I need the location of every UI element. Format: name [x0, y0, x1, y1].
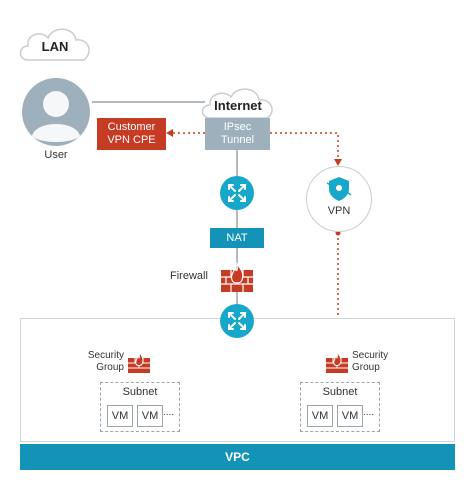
vm-label: VM [311, 410, 329, 422]
cpe-label-line1: Customer [107, 121, 156, 133]
left-more: .... [163, 407, 175, 418]
vpc-bar: VPC [20, 444, 455, 470]
vpn-label: VPN [327, 205, 351, 217]
left-subnet-label: Subnet [122, 386, 158, 398]
router-arrows-icon [228, 184, 246, 202]
left-subnet: Subnet VM VM .... [100, 382, 180, 432]
left-security-group: Security Group [84, 348, 184, 378]
right-sg-line1: Security [352, 350, 389, 361]
user-avatar [20, 76, 92, 148]
internet-cloud: Internet [196, 84, 280, 124]
cpe-label-line2: VPN CPE [107, 134, 156, 146]
vm-label: VM [341, 410, 359, 422]
router-vpc [220, 304, 254, 338]
firewall-icon [326, 350, 348, 373]
internet-label: Internet [214, 98, 262, 113]
firewall-icon [221, 262, 253, 292]
firewall-label: Firewall [170, 270, 208, 282]
vpc-label: VPC [225, 450, 250, 464]
left-sg-line2: Group [96, 362, 124, 373]
left-sg-line1: Security [87, 350, 124, 361]
vpc-area [20, 318, 455, 442]
vm-label: VM [141, 410, 159, 422]
right-sg-line2: Group [352, 362, 380, 373]
ipsec-label-line2: Tunnel [220, 134, 255, 146]
cloud-icon [19, 28, 90, 61]
customer-vpn-cpe: Customer VPN CPE [97, 118, 166, 150]
ipsec-tunnel: IPsec Tunnel [205, 118, 270, 150]
lan-cloud: LAN [14, 22, 96, 66]
right-security-group: Security Group [322, 348, 422, 378]
firewall-node [218, 260, 256, 294]
user-icon [22, 78, 90, 146]
cloud-icon [201, 88, 273, 119]
router-top [220, 176, 254, 210]
ipsec-label-line1: IPsec [223, 121, 252, 133]
right-subnet-label: Subnet [322, 386, 358, 398]
left-vm-2: VM [137, 405, 163, 427]
user-label: User [44, 149, 68, 161]
vpn-node: VPN [306, 166, 372, 232]
right-vm-1: VM [307, 405, 333, 427]
firewall-icon [128, 350, 150, 373]
left-vm-1: VM [107, 405, 133, 427]
vm-label: VM [111, 410, 129, 422]
router-arrows-icon [228, 312, 246, 330]
right-subnet: Subnet VM VM .... [300, 382, 380, 432]
nat-box: NAT [210, 228, 264, 248]
right-vm-2: VM [337, 405, 363, 427]
shield-icon [326, 177, 352, 201]
lan-label: LAN [41, 39, 69, 54]
right-more: .... [363, 407, 375, 418]
nat-label: NAT [226, 232, 248, 244]
